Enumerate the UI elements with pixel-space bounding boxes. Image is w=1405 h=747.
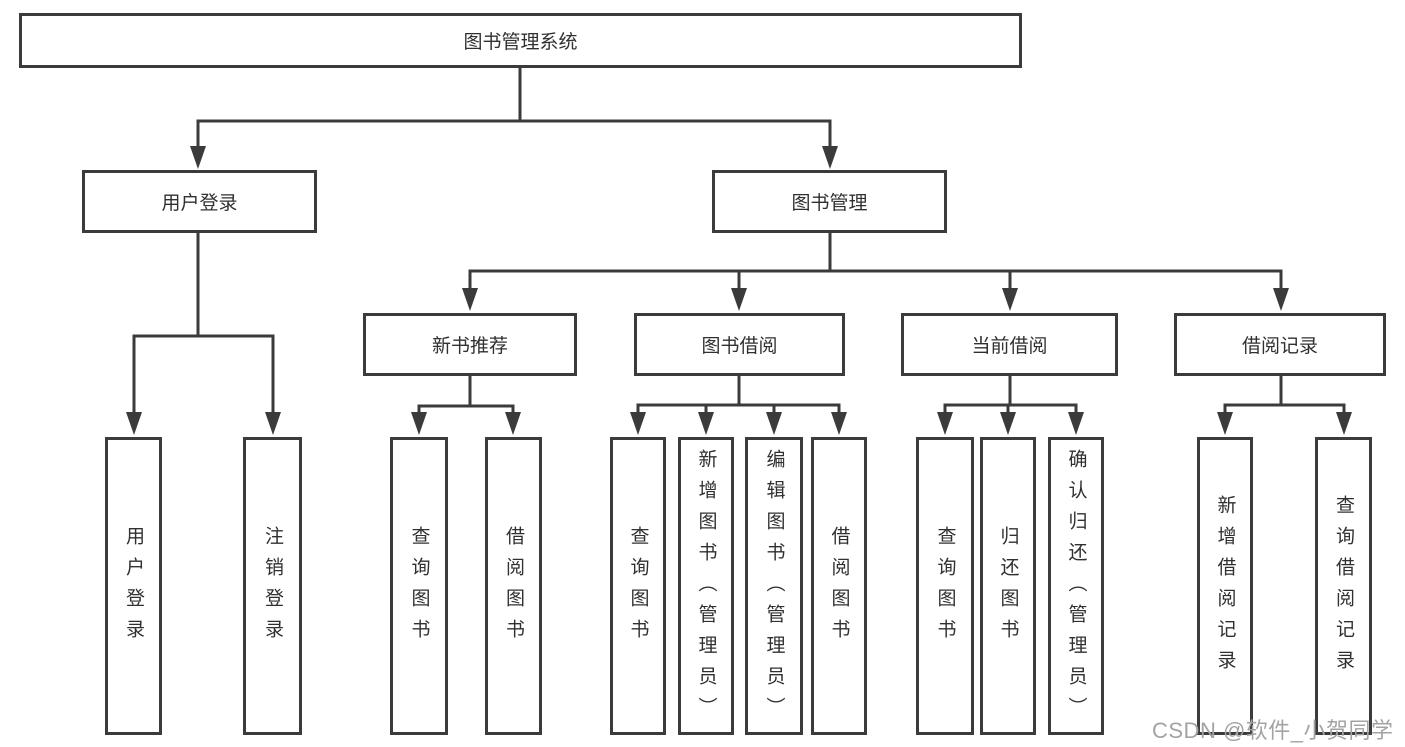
node-new-book-recommend: 新书推荐 [363, 313, 577, 376]
leaf-return-book: 归还图书 [980, 437, 1036, 735]
leaf-current-query-book: 查询图书 [916, 437, 974, 735]
node-book-borrow: 图书借阅 [634, 313, 845, 376]
csdn-watermark: CSDN @软件_小贺同学 [1152, 718, 1394, 743]
leaf-query-borrow-record: 查询借阅记录 [1315, 437, 1372, 735]
leaf-edit-book-admin: 编辑图书（管理员） [745, 437, 803, 735]
leaf-borrow-query-book: 查询图书 [610, 437, 666, 735]
leaf-recommend-query-book: 查询图书 [390, 437, 448, 735]
leaf-user-login: 用户登录 [105, 437, 162, 735]
node-user-login: 用户登录 [82, 170, 317, 233]
leaf-logout-login: 注销登录 [243, 437, 302, 735]
leaf-add-borrow-record: 新增借阅记录 [1197, 437, 1253, 735]
leaf-confirm-return-admin: 确认归还（管理员） [1048, 437, 1104, 735]
node-current-borrow: 当前借阅 [901, 313, 1118, 376]
leaf-borrow-book: 借阅图书 [811, 437, 867, 735]
leaf-add-book-admin: 新增图书（管理员） [678, 437, 734, 735]
node-book-management: 图书管理 [712, 170, 947, 233]
node-library-management-system: 图书管理系统 [19, 13, 1022, 68]
leaf-recommend-borrow-book: 借阅图书 [485, 437, 542, 735]
node-borrow-record: 借阅记录 [1174, 313, 1386, 376]
